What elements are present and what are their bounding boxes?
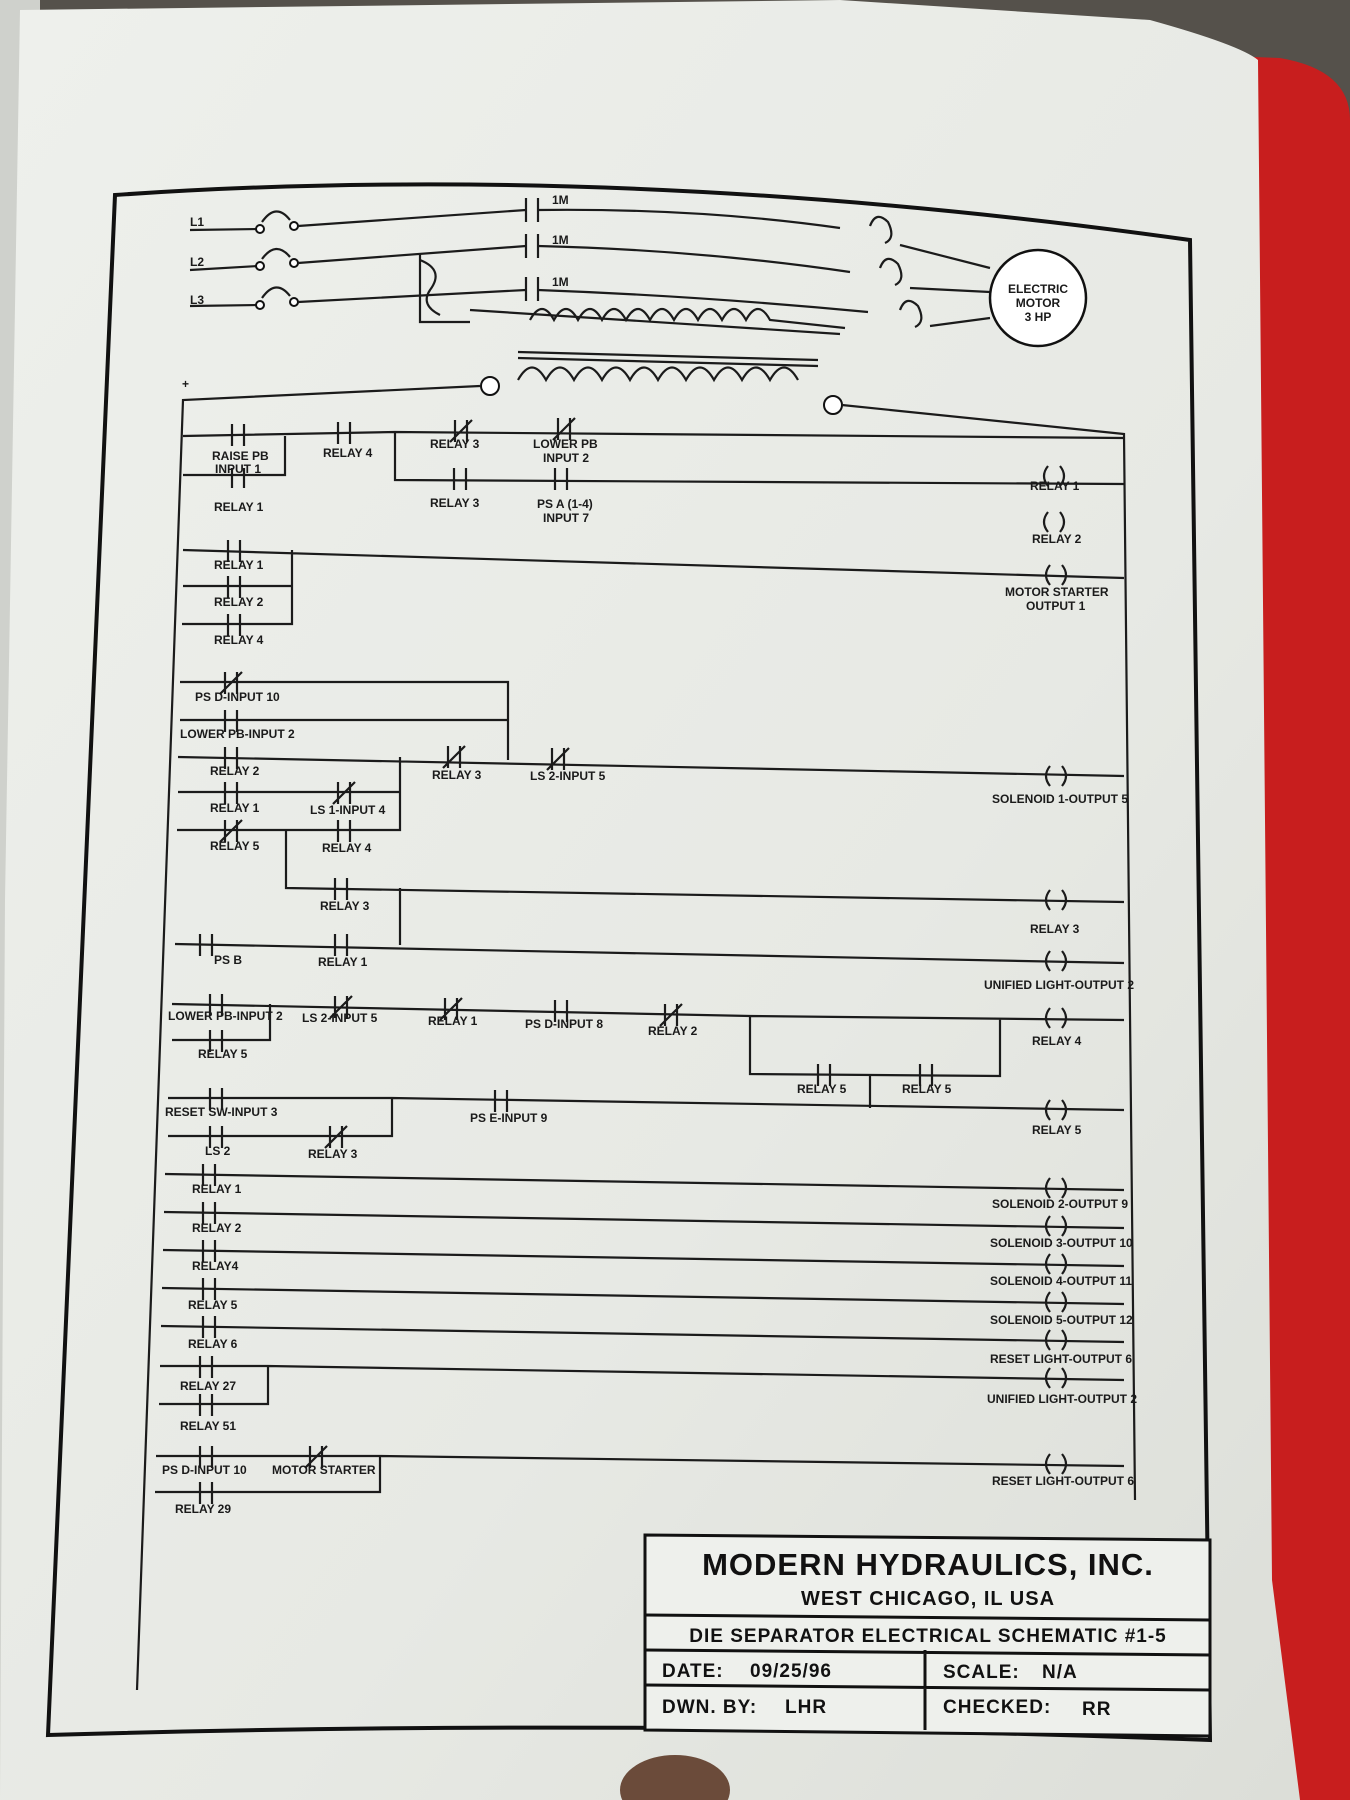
motor-label-2: MOTOR xyxy=(1016,296,1061,310)
r10-contact: RELAY4 xyxy=(192,1259,239,1273)
motor-label-1: ELECTRIC xyxy=(1008,282,1068,296)
r3-relay2: RELAY 2 xyxy=(210,764,260,778)
coil-relay5: RELAY 5 xyxy=(1032,1123,1082,1137)
r3-ls1: LS 1-INPUT 4 xyxy=(310,803,386,817)
raise-pb-2: INPUT 1 xyxy=(215,462,261,476)
title-block: MODERN HYDRAULICS, INC. WEST CHICAGO, IL… xyxy=(643,1533,1212,1738)
scale-value: N/A xyxy=(1042,1662,1078,1683)
r2-relay1: RELAY 1 xyxy=(214,558,264,572)
coil-solenoid3: SOLENOID 3-OUTPUT 10 xyxy=(990,1236,1133,1250)
paper-sheet xyxy=(0,0,1300,1800)
r4-relay3: RELAY 3 xyxy=(320,899,370,913)
coil-solenoid2: SOLENOID 2-OUTPUT 9 xyxy=(992,1197,1128,1211)
ladder-rungs: RAISE PB INPUT 1 RELAY 4 RELAY 3 LOWER P… xyxy=(155,417,1137,1516)
date-label: DATE: xyxy=(662,1661,724,1682)
r11-contact: RELAY 5 xyxy=(188,1298,238,1312)
contact-1m-b: 1M xyxy=(552,233,569,247)
r13-relay51: RELAY 51 xyxy=(180,1419,236,1433)
coil-unified-light: UNIFIED LIGHT-OUTPUT 2 xyxy=(984,978,1134,992)
r13-relay27: RELAY 27 xyxy=(180,1379,236,1393)
drawing-title: DIE SEPARATOR ELECTRICAL SCHEMATIC #1-5 xyxy=(689,1626,1166,1647)
drawn-by-label: DWN. BY: xyxy=(662,1697,757,1718)
r14-motor-starter: MOTOR STARTER xyxy=(272,1463,376,1477)
r12-contact: RELAY 6 xyxy=(188,1337,238,1351)
coil-relay2: RELAY 2 xyxy=(1032,532,1082,546)
date-value: 09/25/96 xyxy=(750,1661,832,1682)
r8-contact: RELAY 1 xyxy=(192,1182,242,1196)
company-location: WEST CHICAGO, IL USA xyxy=(801,1588,1055,1610)
r3-lower-pb: LOWER PB-INPUT 2 xyxy=(180,727,295,741)
r7-relay3: RELAY 3 xyxy=(308,1147,358,1161)
plus-terminal: + xyxy=(182,377,189,391)
r7-ps-e: PS E-INPUT 9 xyxy=(470,1111,548,1125)
r5-relay1: RELAY 1 xyxy=(318,955,368,969)
contact-1m-a: 1M xyxy=(552,193,569,207)
coil-relay4: RELAY 4 xyxy=(1032,1034,1082,1048)
motor-circuit: L1 L2 L3 1M 1M 1M ELECTRIC MOTOR 3 HP + xyxy=(182,193,1088,415)
r2-relay4: RELAY 4 xyxy=(214,633,264,647)
r7-ls2: LS 2 xyxy=(205,1144,231,1158)
r7-reset-sw: RESET SW-INPUT 3 xyxy=(165,1105,278,1119)
r6-lower-pb: LOWER PB-INPUT 2 xyxy=(168,1009,283,1023)
r6-relay2: RELAY 2 xyxy=(648,1024,698,1038)
coil-reset-light-a: RESET LIGHT-OUTPUT 6 xyxy=(990,1352,1132,1366)
raise-pb-1: RAISE PB xyxy=(212,449,269,463)
r3-ls2: LS 2-INPUT 5 xyxy=(530,769,606,783)
r3-ps-d: PS D-INPUT 10 xyxy=(195,690,280,704)
coil-unified-light-b: UNIFIED LIGHT-OUTPUT 2 xyxy=(987,1392,1137,1406)
coil-solenoid5: SOLENOID 5-OUTPUT 12 xyxy=(990,1313,1133,1327)
r5-ps-b: PS B xyxy=(214,953,242,967)
r14-ps-d: PS D-INPUT 10 xyxy=(162,1463,247,1477)
thumb xyxy=(620,1755,730,1800)
line-l3-label: L3 xyxy=(190,293,204,307)
checked-label: CHECKED: xyxy=(943,1697,1051,1718)
r6-ps-d: PS D-INPUT 8 xyxy=(525,1017,603,1031)
r1b-relay3: RELAY 3 xyxy=(430,496,480,510)
motor-starter-2: OUTPUT 1 xyxy=(1026,599,1086,613)
r6-relay5b: RELAY 5 xyxy=(902,1082,952,1096)
line-l1-label: L1 xyxy=(190,215,204,229)
lower-pb-2: INPUT 2 xyxy=(543,451,589,465)
coil-solenoid4: SOLENOID 4-OUTPUT 11 xyxy=(990,1274,1132,1288)
right-power-rail xyxy=(841,403,1137,1501)
company-name: MODERN HYDRAULICS, INC. xyxy=(702,1547,1154,1582)
scale-label: SCALE: xyxy=(943,1662,1020,1683)
r6-relay1: RELAY 1 xyxy=(428,1014,478,1028)
contact-1m-c: 1M xyxy=(552,275,569,289)
r6-relay5a: RELAY 5 xyxy=(797,1082,847,1096)
r3-relay4: RELAY 4 xyxy=(322,841,372,855)
motor-starter-1: MOTOR STARTER xyxy=(1005,585,1109,599)
left-power-rail xyxy=(135,384,481,1691)
r3-relay1: RELAY 1 xyxy=(210,801,260,815)
ps-a-2: INPUT 7 xyxy=(543,511,589,525)
motor-label-3: 3 HP xyxy=(1025,310,1052,324)
coil-solenoid1: SOLENOID 1-OUTPUT 5 xyxy=(992,792,1128,806)
coil-relay3: RELAY 3 xyxy=(1030,922,1080,936)
checked-value: RR xyxy=(1082,1699,1111,1720)
r1-relay3-nc: RELAY 3 xyxy=(430,437,480,451)
r6-relay5: RELAY 5 xyxy=(198,1047,248,1061)
line-l2-label: L2 xyxy=(190,255,204,269)
r2-relay2: RELAY 2 xyxy=(214,595,264,609)
r1-relay4: RELAY 4 xyxy=(323,446,373,460)
r1-relay1: RELAY 1 xyxy=(214,500,264,514)
lower-pb-1: LOWER PB xyxy=(533,437,598,451)
r14-relay29: RELAY 29 xyxy=(175,1502,231,1516)
r3-relay5: RELAY 5 xyxy=(210,839,260,853)
drawn-by-value: LHR xyxy=(785,1697,827,1718)
r9-contact: RELAY 2 xyxy=(192,1221,242,1235)
drawing-border xyxy=(45,182,1213,1743)
r3-relay3-nc: RELAY 3 xyxy=(432,768,482,782)
ps-a-1: PS A (1-4) xyxy=(537,497,593,511)
coil-reset-light-b: RESET LIGHT-OUTPUT 6 xyxy=(992,1474,1134,1488)
r6-ls2: LS 2-INPUT 5 xyxy=(302,1011,378,1025)
coil-relay1: RELAY 1 xyxy=(1030,479,1080,493)
electric-motor-icon xyxy=(988,248,1088,348)
